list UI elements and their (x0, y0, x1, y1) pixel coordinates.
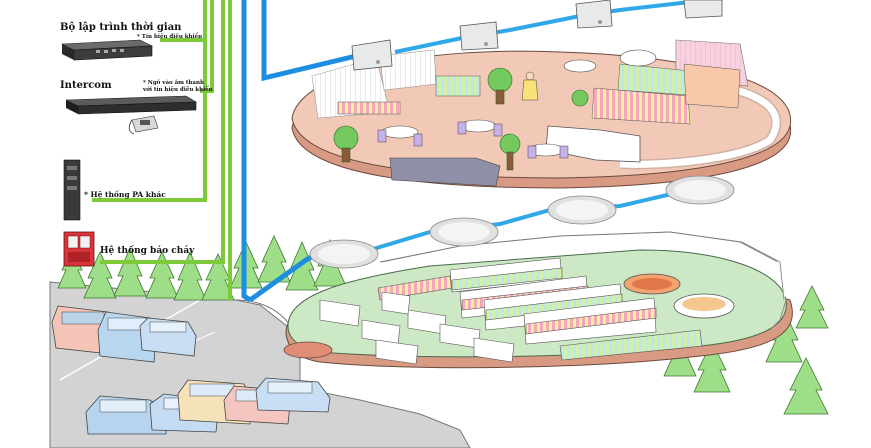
box-speaker (351, 39, 393, 71)
intercom-device (65, 95, 198, 115)
audio-input-note: * Ngõ vào âm thanh (143, 80, 204, 86)
ceiling-speaker (665, 175, 735, 205)
audio-input-note-line2: với tín hiệu điều khiển (143, 87, 213, 93)
timer-device-label: Bộ lập trình thời gian (60, 22, 182, 33)
signal-wiring (92, 0, 691, 303)
blue-wire (261, 0, 357, 82)
fire-alarm-panel (63, 231, 95, 267)
green-wire (100, 0, 225, 264)
upper-floor (291, 39, 792, 189)
shopper-figure (521, 71, 539, 101)
car (255, 377, 331, 413)
tree-row (57, 235, 829, 415)
car (51, 305, 113, 355)
ceiling-speaker (429, 217, 499, 247)
fire-alarm-label: Hệ thống báo cháy (100, 246, 195, 256)
pa-system-device (63, 159, 81, 221)
control-signal-note: * Tín hiệu điều khiển (137, 34, 203, 40)
box-speaker (459, 21, 499, 51)
blue-wire (241, 0, 252, 303)
timer-device (60, 39, 154, 61)
box-speaker (683, 0, 723, 19)
car (139, 317, 197, 357)
telephone-icon (128, 115, 159, 135)
blue-wire (394, 0, 691, 54)
car (85, 395, 167, 435)
blue-wire (369, 190, 681, 252)
green-wire (92, 40, 207, 202)
ceiling-speaker (309, 239, 379, 269)
ceiling-speaker (547, 195, 617, 225)
pa-system-label: * Hệ thống PA khác (84, 190, 166, 199)
box-speaker (575, 0, 613, 29)
intercom-label: Intercom (60, 80, 112, 91)
ground-floor (283, 221, 793, 369)
